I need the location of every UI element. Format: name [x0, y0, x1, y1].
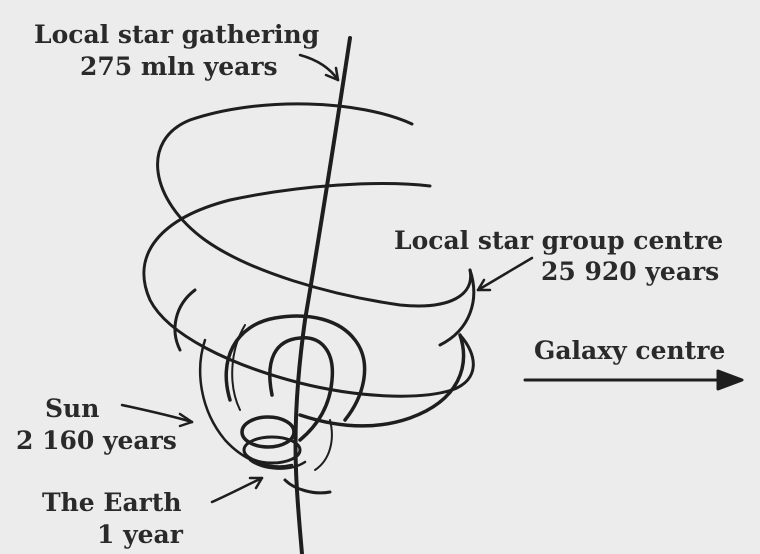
arrow-to-group-centre: [478, 258, 532, 290]
label-the-earth: The Earth: [42, 490, 182, 515]
label-local-star-group-period: 25 920 years: [541, 259, 719, 284]
arrow-to-earth: [212, 478, 262, 502]
sun-loop-thin-right: [315, 420, 332, 470]
arrow-to-sun: [122, 405, 192, 426]
label-local-star-gathering: Local star gathering: [34, 22, 319, 47]
arrow-to-axis: [300, 55, 338, 80]
sun-loop-thin-left: [232, 325, 245, 410]
label-local-star-gathering-period: 275 mln years: [80, 54, 278, 79]
label-sun-period: 2 160 years: [16, 428, 177, 453]
label-local-star-group-centre: Local star group centre: [394, 228, 723, 253]
label-galaxy-centre: Galaxy centre: [534, 338, 725, 363]
label-earth-period: 1 year: [97, 522, 183, 547]
galaxy-direction-arrow: [525, 371, 742, 389]
earth-tail-arc: [285, 480, 330, 493]
earth-loop-2: [244, 437, 300, 463]
label-sun: Sun: [45, 396, 99, 421]
central-axis: [295, 38, 350, 554]
